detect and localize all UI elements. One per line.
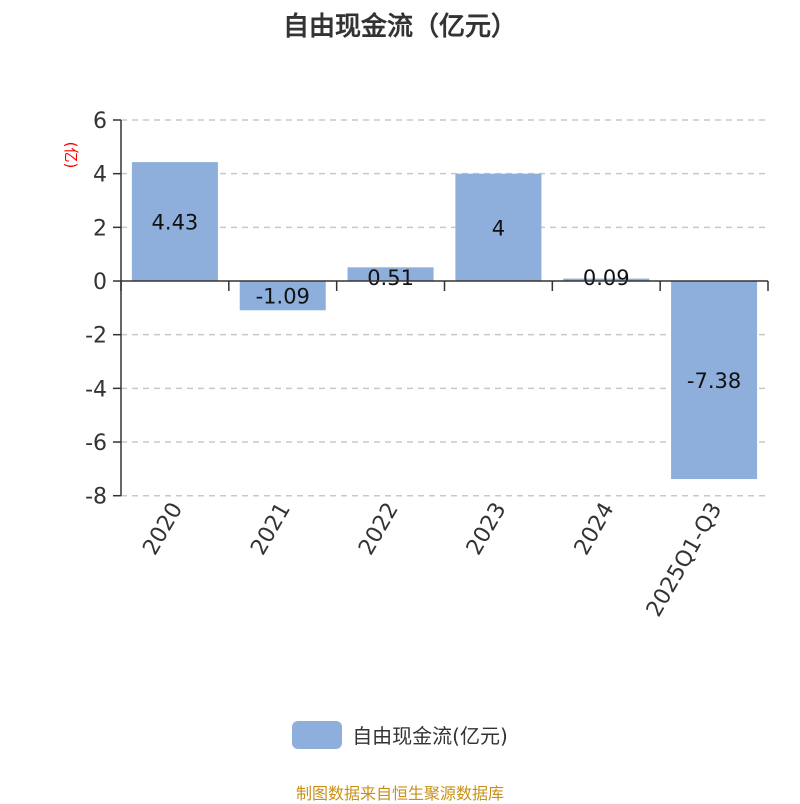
y-axis-label: (亿) bbox=[62, 142, 80, 169]
x-tick-label: 2020 bbox=[138, 499, 188, 560]
x-tick-label: 2025Q1-Q3 bbox=[642, 499, 727, 622]
y-tick-label: 2 bbox=[93, 216, 107, 241]
data-label: -7.38 bbox=[687, 369, 741, 393]
bar bbox=[347, 267, 434, 282]
legend[interactable]: 自由现金流(亿元) bbox=[0, 720, 800, 749]
y-tick-label: -4 bbox=[85, 377, 107, 402]
data-label: 4.43 bbox=[152, 211, 199, 235]
bar bbox=[563, 278, 650, 282]
y-tick-label: 6 bbox=[93, 109, 107, 134]
y-tick-label: -8 bbox=[85, 485, 107, 510]
x-tick-label: 2024 bbox=[570, 499, 620, 560]
bar bbox=[239, 281, 326, 311]
x-tick-label: 2023 bbox=[462, 499, 512, 560]
legend-swatch bbox=[292, 720, 343, 749]
bar bbox=[671, 281, 758, 480]
y-tick-label: 0 bbox=[93, 270, 107, 295]
data-label: 4 bbox=[492, 216, 505, 240]
data-label: 0.09 bbox=[583, 266, 630, 290]
x-tick-label: 2022 bbox=[354, 499, 404, 560]
y-tick-label: -6 bbox=[85, 431, 107, 456]
y-tick-label: 4 bbox=[93, 163, 107, 188]
y-tick-label: -2 bbox=[85, 324, 107, 349]
source-footer: 制图数据来自恒生聚源数据库 bbox=[295, 784, 504, 803]
data-label: -1.09 bbox=[256, 285, 310, 309]
x-tick-label: 2021 bbox=[246, 499, 296, 560]
bar bbox=[131, 162, 218, 282]
legend-label: 自由现金流(亿元) bbox=[352, 724, 508, 748]
chart-title: 自由现金流（亿元） bbox=[282, 12, 517, 42]
bar bbox=[455, 173, 542, 282]
data-label: 0.51 bbox=[367, 266, 414, 290]
